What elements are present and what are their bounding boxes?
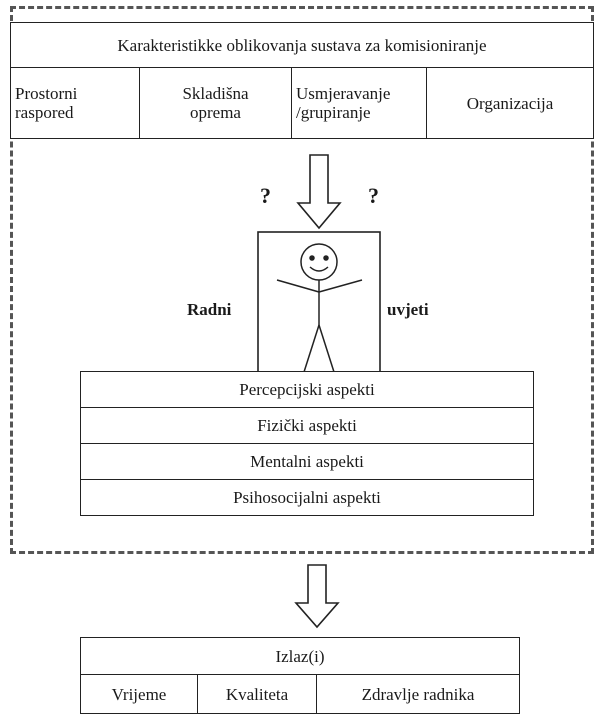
aspect-label: Psihosocijalni aspekti	[233, 488, 381, 507]
aspect-label: Percepcijski aspekti	[239, 380, 375, 399]
header-col-label: Usmjeravanje /grupiranje	[296, 84, 391, 122]
arrow-down-top	[296, 154, 342, 230]
aspect-label: Mentalni aspekti	[250, 452, 364, 471]
label-radni: Radni	[187, 300, 232, 319]
output-col-kvaliteta: Kvaliteta	[197, 674, 317, 714]
header-col-skladisna: Skladišna oprema	[139, 67, 292, 139]
header-col-prostorni: Prostorni raspored	[10, 67, 140, 139]
header-col-usmjeravanje: Usmjeravanje /grupiranje	[291, 67, 427, 139]
output-col-label: Kvaliteta	[225, 684, 289, 704]
aspect-row: Fizički aspekti	[80, 407, 534, 444]
aspect-label: Fizički aspekti	[257, 416, 357, 435]
header-title-text: Karakteristikke oblikovanja sustava za k…	[117, 35, 487, 55]
aspect-row: Psihosocijalni aspekti	[80, 479, 534, 516]
output-col-label: Vrijeme	[111, 684, 167, 704]
aspect-row: Percepcijski aspekti	[80, 371, 534, 408]
header-col-label: Skladišna oprema	[182, 84, 249, 122]
question-mark-right: ?	[368, 183, 379, 208]
output-col-vrijeme: Vrijeme	[80, 674, 198, 714]
output-col-zdravlje: Zdravlje radnika	[316, 674, 520, 714]
system-boundary	[10, 6, 594, 554]
label-uvjeti: uvjeti	[387, 300, 429, 319]
question-mark-left: ?	[260, 183, 271, 208]
aspect-row: Mentalni aspekti	[80, 443, 534, 480]
header-col-organizacija: Organizacija	[426, 67, 594, 139]
output-col-label: Zdravlje radnika	[361, 684, 475, 704]
header-col-label: Organizacija	[466, 93, 554, 113]
output-title-text: Izlaz(i)	[275, 646, 325, 666]
header-col-label: Prostorni raspored	[15, 84, 78, 122]
stick-figure-icon	[276, 243, 363, 373]
output-title: Izlaz(i)	[80, 637, 520, 675]
arrow-down-bottom	[294, 564, 340, 629]
